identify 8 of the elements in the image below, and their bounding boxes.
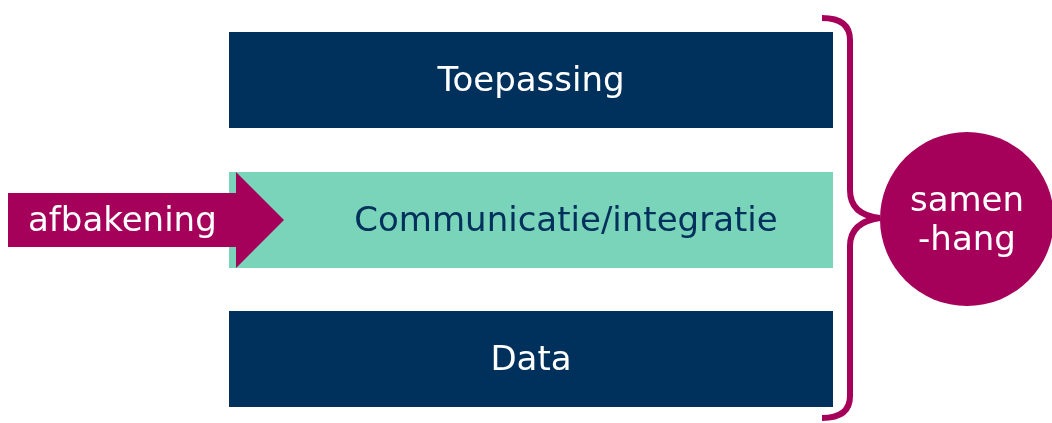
node-label: Toepassing (437, 60, 625, 100)
node-label: samen -hang (908, 179, 1026, 259)
node-label: Data (490, 339, 572, 379)
layer-bar (229, 172, 833, 268)
layer-bar (229, 32, 833, 128)
node-label: afbakening (28, 200, 217, 240)
layer-bar (229, 311, 833, 407)
node-label: Communicatie/integratie (354, 200, 778, 240)
